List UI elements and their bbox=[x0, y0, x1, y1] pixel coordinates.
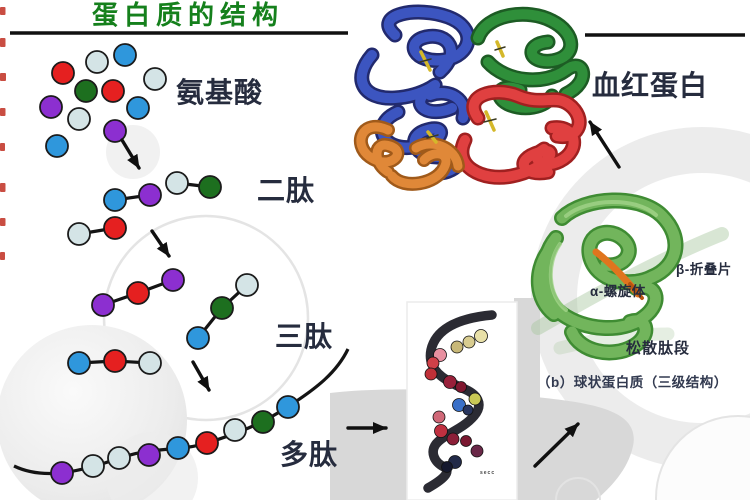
hemoglobin-subunit-orange bbox=[353, 120, 465, 191]
label-polypeptide: 多肽 bbox=[280, 439, 339, 470]
left-edge-red-marks bbox=[0, 7, 6, 260]
label-helix-watermark: secc bbox=[480, 470, 496, 476]
label-loose-peptide: 松散肽段 bbox=[626, 340, 691, 357]
hemoglobin-illustration bbox=[353, 4, 591, 191]
label-tertiary-caption: （b）球状蛋白质（三级结构） bbox=[537, 375, 728, 390]
tertiary-protein-illustration bbox=[530, 192, 729, 361]
label-dipeptide: 二肽 bbox=[257, 175, 316, 206]
page-title: 蛋白质的结构 bbox=[92, 0, 285, 30]
label-alpha-helix: α-螺旋体 bbox=[590, 284, 646, 299]
arrow-helix-to-tertiary bbox=[533, 422, 580, 468]
heme-ticks bbox=[419, 46, 506, 139]
tripeptide-group bbox=[67, 268, 259, 375]
hemoglobin-subunit-red bbox=[454, 84, 587, 185]
arrow-amino-to-dipeptide bbox=[120, 138, 141, 170]
label-tripeptide: 三肽 bbox=[275, 321, 334, 352]
arrow-tripeptide-to-polypeptide bbox=[191, 360, 211, 392]
label-hemoglobin: 血红蛋白 bbox=[592, 70, 709, 101]
title-underline bbox=[10, 31, 745, 37]
dipeptide-group bbox=[67, 171, 222, 246]
arrow-tertiary-to-hemoglobin bbox=[588, 120, 621, 169]
watermark-white-circle bbox=[655, 415, 750, 500]
watermark-circle-outline bbox=[102, 214, 310, 422]
alpha-helix-illustration bbox=[423, 310, 497, 493]
amino-acid-cluster bbox=[39, 43, 167, 158]
label-beta-sheet: β-折叠片 bbox=[676, 262, 732, 277]
arrow-dipeptide-to-tripeptide bbox=[150, 229, 171, 258]
label-amino-acid: 氨基酸 bbox=[176, 77, 264, 108]
flow-arrows bbox=[120, 120, 621, 468]
helix-atoms bbox=[424, 329, 488, 473]
watermark-bottom-circle bbox=[555, 477, 601, 500]
orange-strand bbox=[592, 248, 644, 300]
polypeptide-beads bbox=[50, 395, 300, 485]
